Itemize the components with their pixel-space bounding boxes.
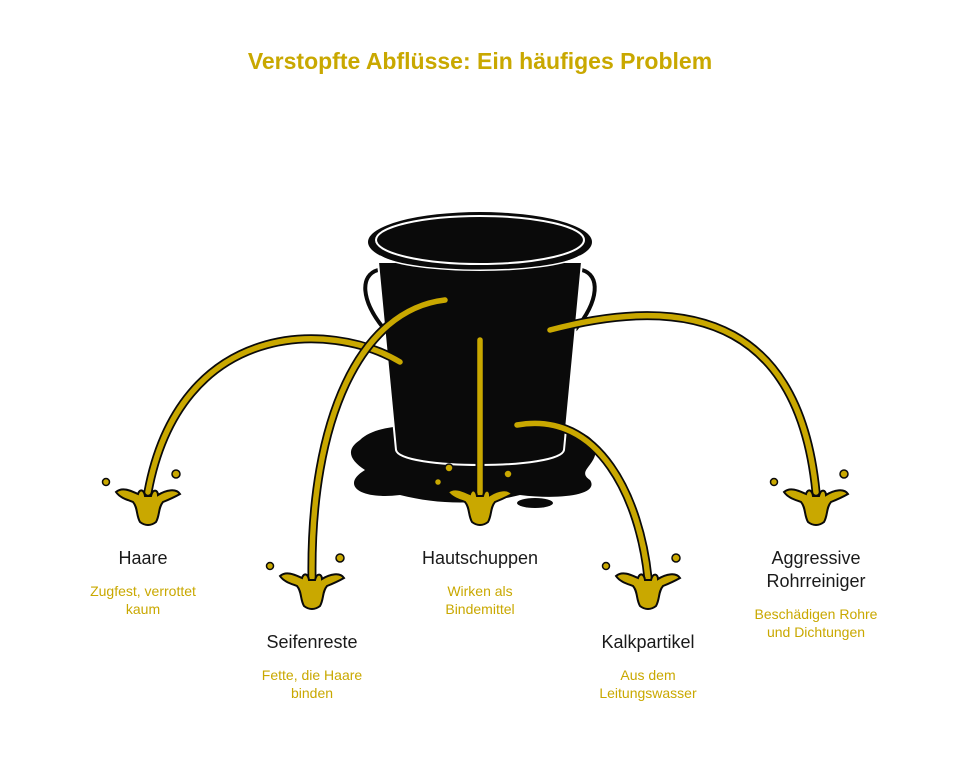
item-desc: Aus dem Leitungswasser <box>599 667 697 701</box>
item-hautschuppen: Hautschuppen Wirken als Bindemittel <box>390 547 570 618</box>
item-rohrreiniger: Aggressive Rohrreiniger Beschädigen Rohr… <box>726 547 906 641</box>
item-name: Seifenreste <box>266 632 358 652</box>
stream-3 <box>514 420 651 581</box>
splash-icon <box>265 553 346 610</box>
splash-icon <box>101 469 182 526</box>
splash-icon <box>769 469 850 526</box>
item-name: Hautschuppen <box>421 548 539 568</box>
splash-icon <box>433 469 514 526</box>
item-kalkpartikel: Kalkpartikel Aus dem Leitungswasser <box>558 631 738 702</box>
page-title: Verstopfte Abflüsse: Ein häufiges Proble… <box>247 48 713 74</box>
item-desc: Zugfest, verrottet kaum <box>90 583 196 617</box>
item-name: Haare <box>118 548 168 568</box>
splash-icon <box>601 553 682 610</box>
stream-1 <box>309 297 448 581</box>
item-desc: Fette, die Haare binden <box>261 667 363 701</box>
item-desc: Beschädigen Rohre und Dichtungen <box>754 606 878 640</box>
stream-4 <box>547 312 819 495</box>
item-name: Kalkpartikel <box>601 632 695 652</box>
stream-4 <box>545 311 821 497</box>
item-seifenreste: Seifenreste Fette, die Haare binden <box>222 631 402 702</box>
item-desc: Wirken als Bindemittel <box>445 583 515 617</box>
item-name: Aggressive Rohrreiniger <box>766 548 866 591</box>
item-haare: Haare Zugfest, verrottet kaum <box>53 547 233 618</box>
